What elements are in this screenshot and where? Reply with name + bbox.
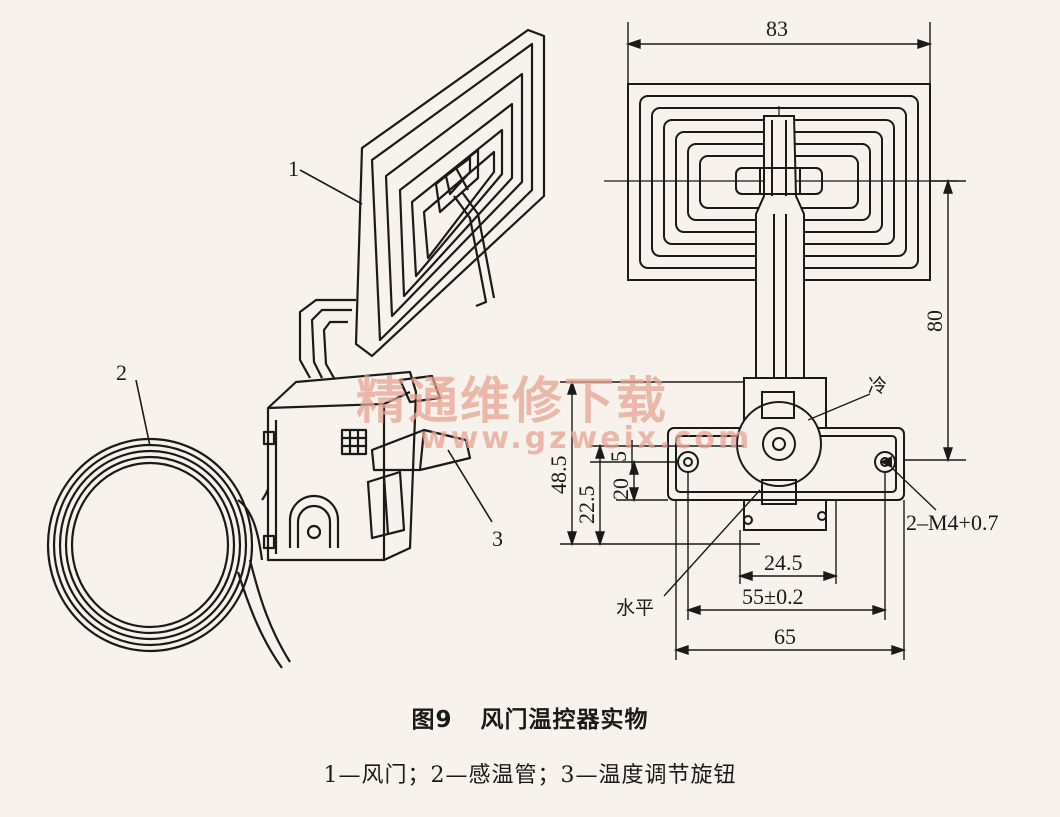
dim-text-22-5: 22.5 <box>574 486 599 525</box>
leader-holes <box>891 467 937 511</box>
watermark-text: 精通维修下载 <box>356 372 668 430</box>
watermark: 精通维修下载 www.gzweix.com <box>356 372 752 456</box>
label-cold: 冷 <box>868 375 887 397</box>
leader-cold <box>807 393 871 421</box>
figure-title: 风门温控器实物 <box>480 707 649 733</box>
front-arm <box>755 115 805 397</box>
front-view <box>560 22 966 660</box>
dim-text-5: 5 <box>606 451 631 462</box>
leader-capillary <box>135 379 151 447</box>
dim-text-20: 20 <box>608 478 633 500</box>
thermostat-body <box>262 370 472 562</box>
watermark-url: www.gzweix.com <box>420 421 752 456</box>
dim-text-55: 55±0.2 <box>742 584 804 609</box>
figure-number: 图9 <box>411 707 453 733</box>
perspective-drawing <box>46 28 546 669</box>
dim-text-holes: 2–M4+0.7 <box>906 510 998 535</box>
dim-text-24-5: 24.5 <box>764 550 803 575</box>
damper-plate <box>354 28 546 358</box>
dim-width-83 <box>625 22 933 84</box>
figure-legend: 1—风门；2—感温管；3—温度调节旋钮 <box>323 763 737 788</box>
dim-text-65: 65 <box>774 624 796 649</box>
callout-3: 3 <box>492 526 503 551</box>
dim-left-group <box>560 379 760 547</box>
callout-1: 1 <box>288 156 299 181</box>
dim-text-48-5: 48.5 <box>546 456 571 495</box>
capillary-coil <box>46 437 291 669</box>
figure-caption: 图9 风门温控器实物 <box>0 700 1060 734</box>
leader-knob <box>447 449 493 523</box>
linkage-rods <box>298 298 356 379</box>
callout-2: 2 <box>116 360 127 385</box>
dim-text-83: 83 <box>766 16 788 41</box>
dim-height-80 <box>904 178 966 463</box>
label-level: 水平 <box>616 597 654 619</box>
leader-level <box>663 489 761 597</box>
dim-bottom-group <box>673 472 907 660</box>
leader-damper <box>299 169 363 205</box>
dim-text-80: 80 <box>922 310 947 332</box>
